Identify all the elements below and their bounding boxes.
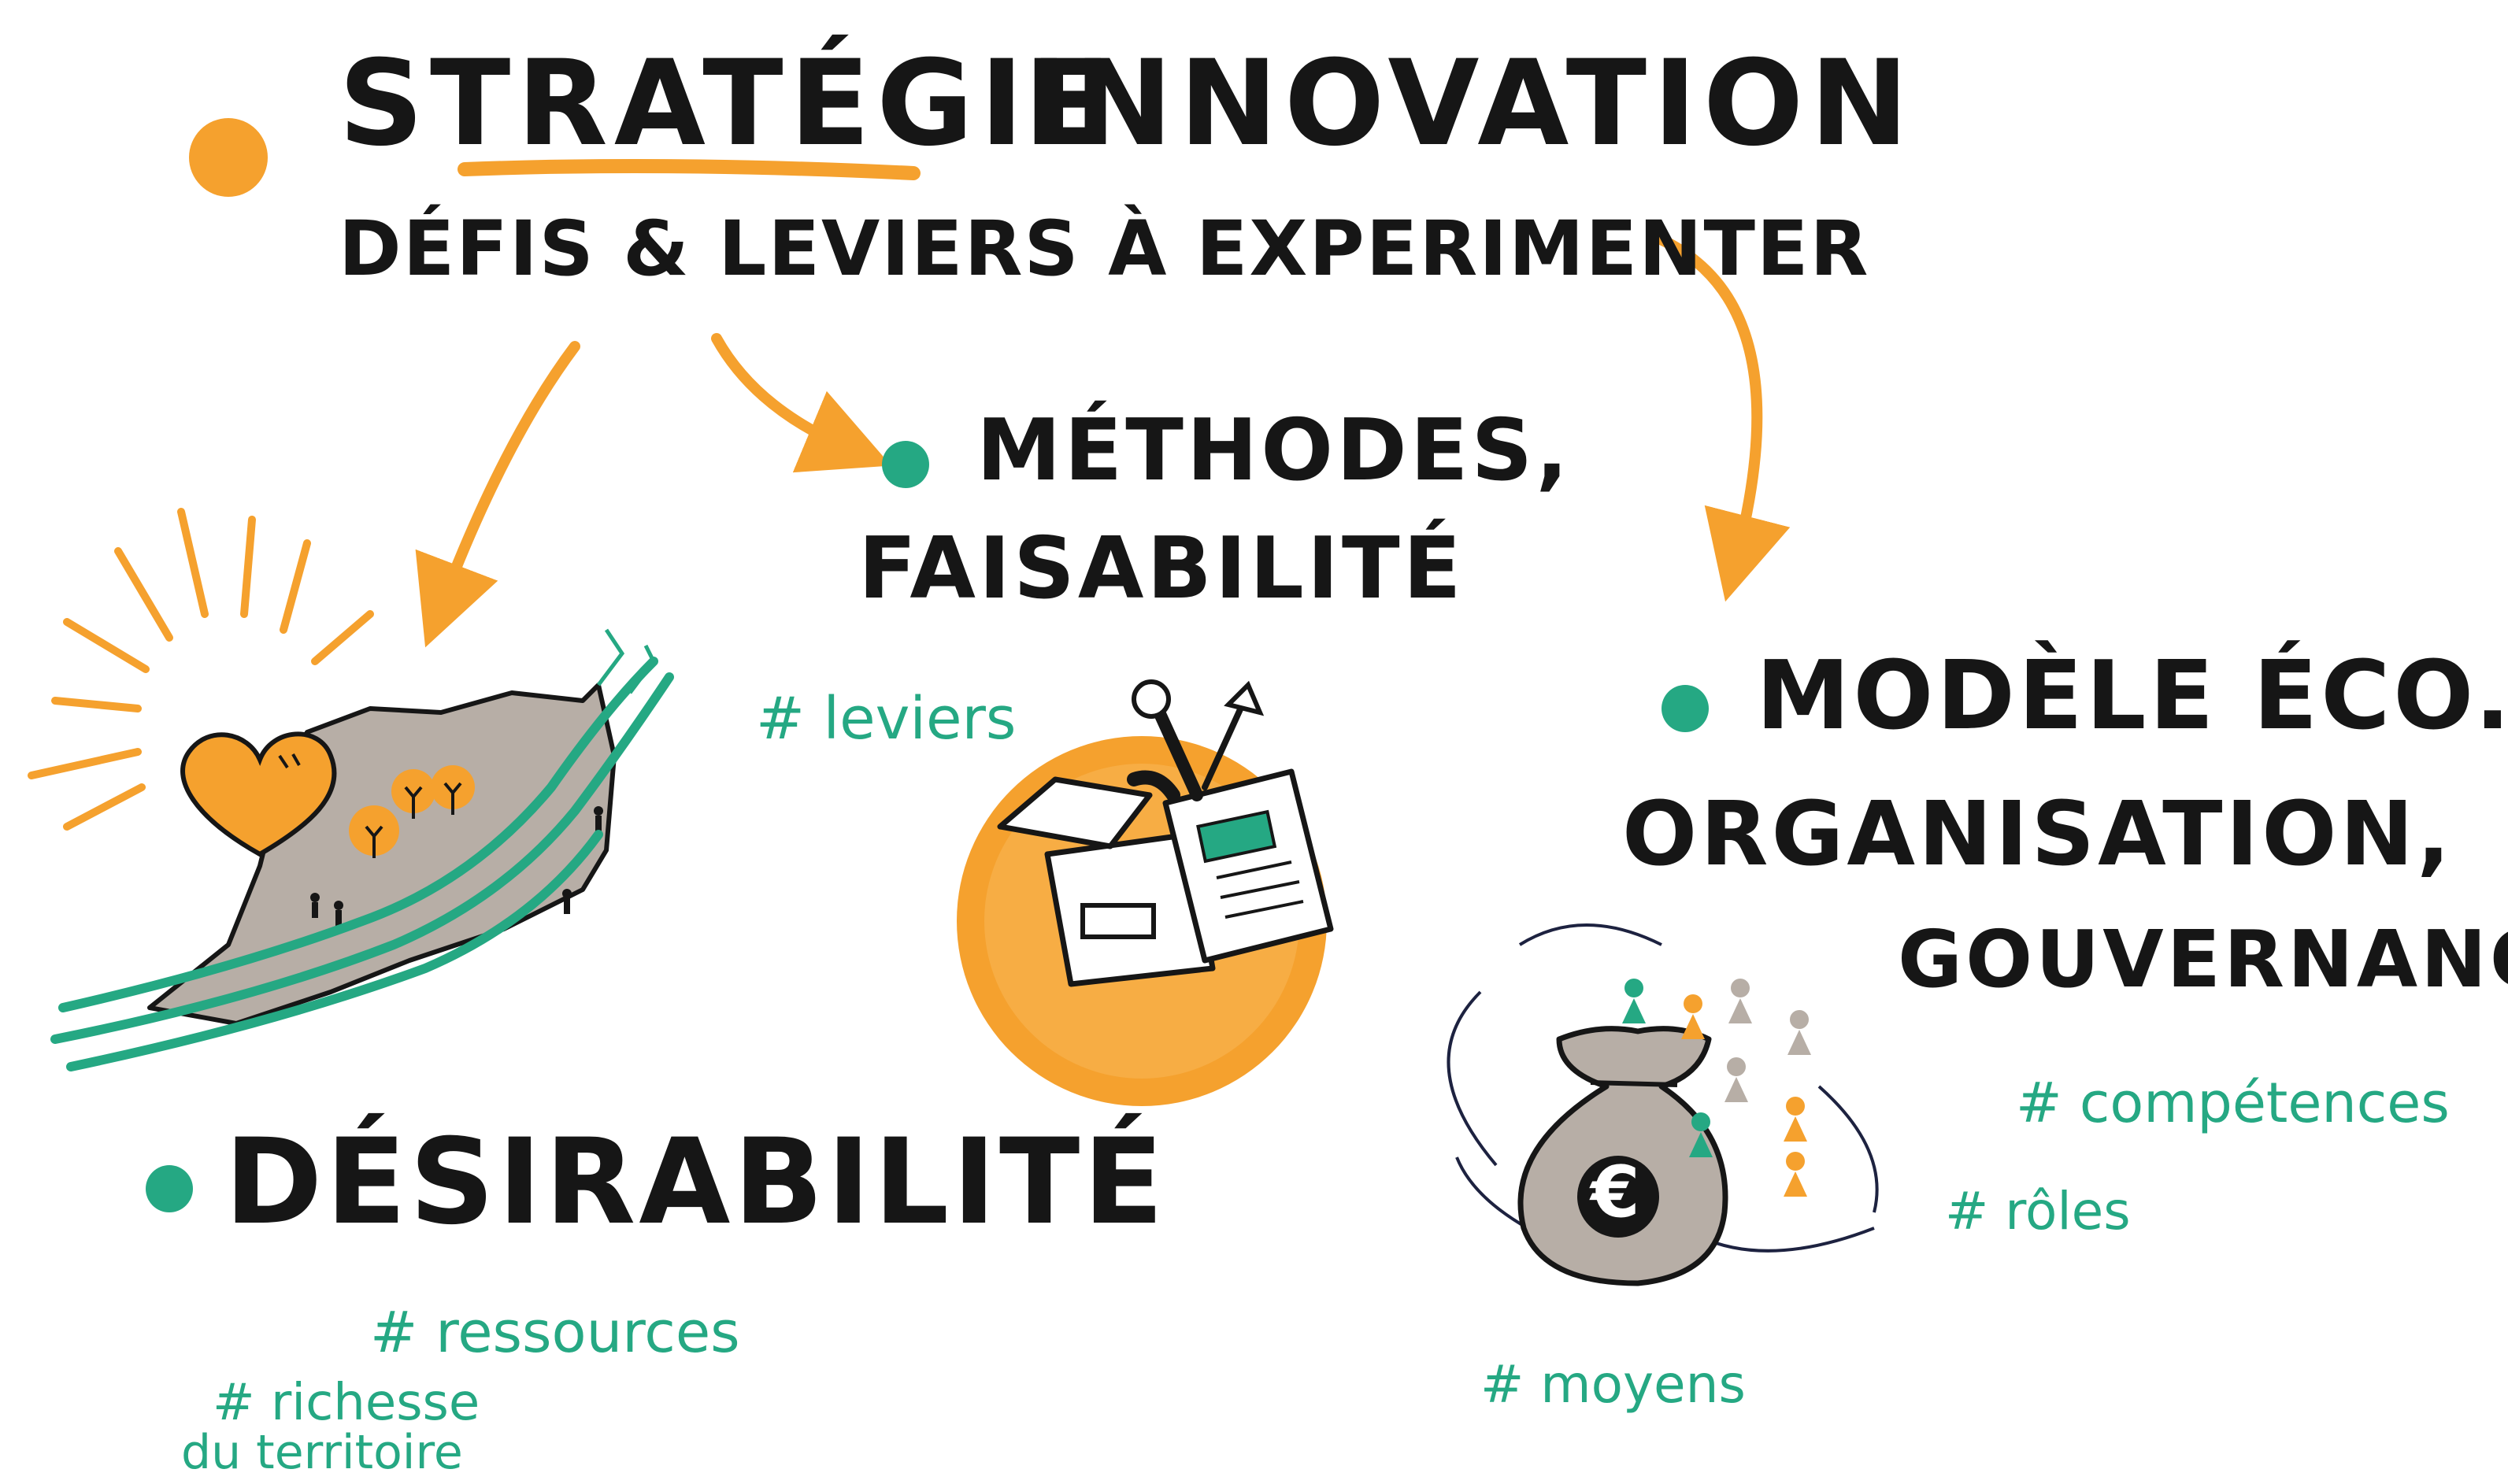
tag-richesse: # richesse <box>213 1374 480 1432</box>
title-subtitle: DÉFIS & LEVIERS À EXPERIMENTER <box>339 205 1870 293</box>
arrow-to-desirabilite <box>415 341 580 648</box>
tag-ressources: # ressources <box>370 1299 740 1365</box>
green-dot-icon <box>882 441 929 488</box>
modele-title-line1: MODÈLE ÉCO., <box>1756 642 2508 751</box>
title-word-strategie: STRATÉGIE <box>339 35 1117 172</box>
euro-money-bag-icon <box>1447 923 1879 1286</box>
tag-competences: # compétences <box>2016 1071 2450 1135</box>
methodes-title-line1: MÉTHODES, <box>976 402 1572 500</box>
arrow-to-modele <box>1648 231 1791 602</box>
euro-symbol: € <box>1591 1151 1640 1234</box>
toolbox-tools-icon <box>957 679 1334 1106</box>
title-underline <box>458 159 921 180</box>
methodes-title-line2: FAISABILITÉ <box>858 520 1465 618</box>
tag-du-territoire: du territoire <box>181 1425 463 1480</box>
arrow-to-methodes <box>711 333 891 473</box>
tag-roles: # rôles <box>1945 1181 2131 1242</box>
desirabilite-title: DÉSIRABILITÉ <box>224 1114 1167 1251</box>
tag-moyens: # moyens <box>1480 1354 1746 1415</box>
tag-leviers: # leviers <box>756 685 1017 753</box>
green-dot-icon <box>1662 685 1709 732</box>
orange-dot-icon <box>189 118 268 197</box>
modele-title-line3: GOUVERNANCE <box>1898 913 2508 1005</box>
modele-title-line2: ORGANISATION, <box>1622 783 2454 886</box>
green-dot-icon <box>146 1165 193 1212</box>
sunny-heart-landscape-icon <box>28 508 674 1071</box>
title-word-innovation: INNOVATION <box>1024 35 1915 172</box>
